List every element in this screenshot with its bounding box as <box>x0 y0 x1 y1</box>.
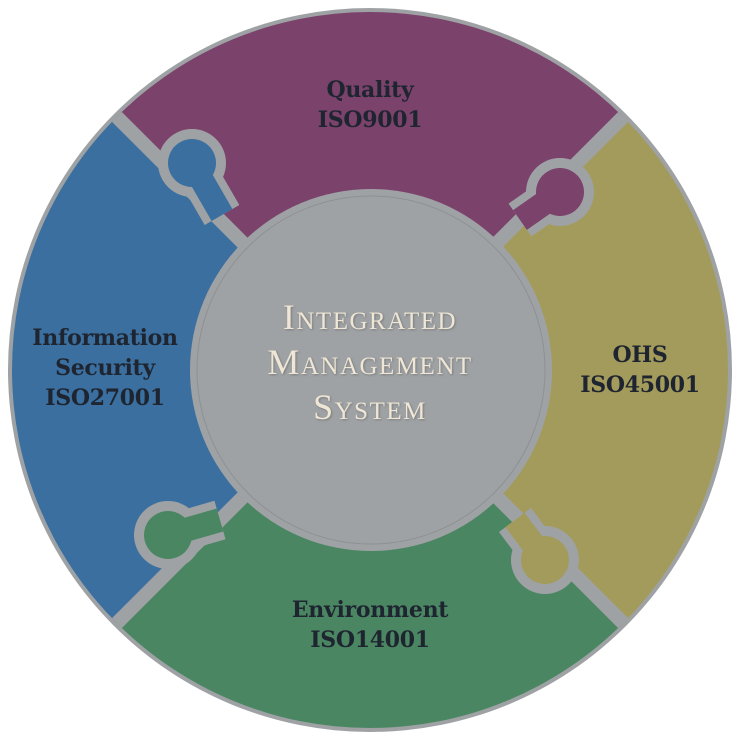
environment-name: Environment <box>291 597 449 623</box>
infosec-knob <box>168 139 216 187</box>
environment-standard: ISO14001 <box>310 627 430 653</box>
center-title: Integrated Management System <box>200 295 540 430</box>
infosec-piece[interactable] <box>0 0 370 740</box>
infosec-standard: ISO27001 <box>45 385 165 411</box>
infosec-name-line2: Security <box>55 355 155 381</box>
infosec-name-line1: Information <box>32 325 178 351</box>
center-title-line1: Integrated <box>282 297 458 337</box>
infosec-label: Information Security ISO27001 <box>20 323 190 413</box>
environment-label: Environment ISO14001 <box>255 595 485 655</box>
center-circle <box>196 195 546 545</box>
ohs-knob <box>521 536 569 584</box>
ohs-piece[interactable] <box>370 0 740 740</box>
ohs-standard: ISO45001 <box>580 372 700 398</box>
quality-name: Quality <box>326 77 414 103</box>
ohs-label: OHS ISO45001 <box>560 340 720 400</box>
environment-piece[interactable] <box>0 370 740 740</box>
quality-label: Quality ISO9001 <box>270 75 470 135</box>
environment-knob <box>144 511 192 559</box>
quality-knob <box>536 168 584 216</box>
ohs-name: OHS <box>612 342 668 368</box>
center-title-line2: Management <box>267 342 473 382</box>
center-title-line3: System <box>313 387 427 427</box>
quality-piece[interactable] <box>0 0 740 370</box>
quality-standard: ISO9001 <box>317 107 423 133</box>
